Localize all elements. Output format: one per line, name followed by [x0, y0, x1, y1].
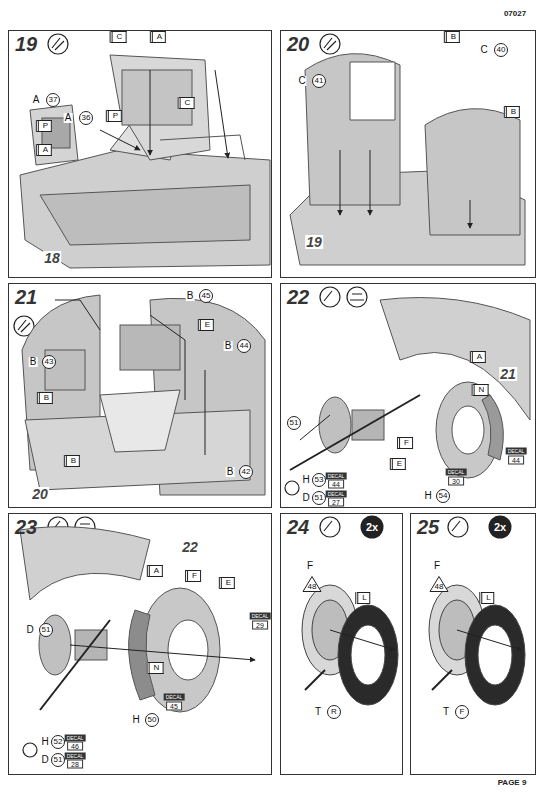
part-letter: H [131, 715, 140, 725]
sprue-flag: P [106, 110, 122, 122]
step-reference: 22 [181, 540, 199, 554]
sprue-flag: E [198, 319, 214, 331]
sprue-flag: A [150, 31, 166, 43]
sprue-flag: C [110, 31, 127, 43]
part-letter: D [301, 493, 310, 503]
step-panel: 23 [8, 513, 272, 775]
sprue-flag: E [390, 458, 406, 470]
part-letter: T [442, 707, 450, 717]
sprue-flag: A [36, 144, 52, 156]
part-letter: A [32, 95, 41, 105]
part-number: 48 [429, 576, 449, 593]
decal-number: 28 [67, 760, 83, 769]
callout-number: 41 [312, 74, 326, 88]
sprue-flag: F [397, 437, 413, 449]
callout-number: 51 [312, 491, 326, 505]
part-letter: D [25, 625, 34, 635]
sprue-flag: N [472, 384, 489, 396]
step-reference: 19 [305, 235, 323, 249]
callout-number: 51 [287, 416, 301, 430]
part-letter: C [479, 45, 488, 55]
sprue-flag: N [147, 662, 164, 674]
callout-number: 40 [494, 43, 508, 57]
part-letter: F [306, 561, 314, 571]
callout-number: 50 [145, 713, 159, 727]
decal-tag: DECAL [326, 491, 347, 498]
callout-number: F [455, 705, 469, 719]
page-number: PAGE 9 [498, 779, 527, 787]
step-number: 25 [417, 517, 439, 537]
callout-number: 53 [312, 473, 326, 487]
step-number: 21 [15, 287, 37, 307]
callout-number: 52 [51, 735, 65, 749]
part-letter: B [224, 341, 233, 351]
part-letter: T [314, 707, 322, 717]
part-letter: H [301, 475, 310, 485]
decal-number: 27 [328, 498, 344, 507]
step-number: 19 [15, 34, 37, 54]
part-letter: B [226, 467, 235, 477]
part-letter: B [29, 357, 38, 367]
sprue-flag: B [504, 106, 520, 118]
sprue-flag: P [36, 120, 52, 132]
callout-number: 51 [39, 623, 53, 637]
decal-tag: DECAL [65, 753, 86, 760]
step-reference: 20 [31, 487, 49, 501]
part-letter: H [40, 737, 49, 747]
decal-tag: DECAL [506, 448, 527, 455]
sprue-flag: C [178, 97, 195, 109]
decal-tag: DECAL [446, 469, 467, 476]
callout-number: 36 [79, 111, 93, 125]
sprue-flag: F [185, 570, 201, 582]
callout-number: 43 [42, 355, 56, 369]
step-reference: 21 [499, 367, 517, 381]
callout-number: 51 [51, 753, 65, 767]
callout-number: 37 [46, 93, 60, 107]
decal-number: 30 [448, 477, 464, 486]
decal-tag: DECAL [250, 613, 271, 620]
sprue-flag: A [470, 351, 486, 363]
decal-number: 29 [252, 621, 268, 630]
decal-number: 44 [508, 456, 524, 465]
part-letter: H [423, 491, 432, 501]
part-letter: B [186, 291, 195, 301]
step-number: 24 [287, 517, 309, 537]
decal-number: 46 [67, 742, 83, 751]
callout-number: R [327, 705, 341, 719]
step-panel: 25 [410, 513, 536, 775]
part-letter: C [297, 76, 306, 86]
sprue-flag: B [444, 31, 460, 43]
page-code: 07027 [504, 10, 526, 18]
part-letter: D [40, 755, 49, 765]
step-number: 23 [15, 517, 37, 537]
step-number: 22 [287, 287, 309, 307]
decal-number: 45 [166, 702, 182, 711]
decal-number: 44 [328, 480, 344, 489]
decal-tag: DECAL [164, 694, 185, 701]
sprue-flag: A [147, 565, 163, 577]
decal-tag: DECAL [326, 473, 347, 480]
callout-number: 42 [239, 465, 253, 479]
callout-number: 54 [436, 489, 450, 503]
decal-tag: DECAL [65, 735, 86, 742]
callout-number: 44 [237, 339, 251, 353]
callout-number: 45 [199, 289, 213, 303]
quantity-badge: 2x [361, 516, 384, 539]
sprue-flag: E [219, 577, 235, 589]
part-letter: A [64, 113, 73, 123]
step-reference: 18 [43, 251, 61, 265]
part-number: 48 [302, 576, 322, 593]
sprue-flag: L [479, 592, 494, 604]
part-letter: F [433, 561, 441, 571]
step-number: 20 [287, 34, 309, 54]
quantity-badge: 2x [489, 516, 512, 539]
sprue-flag: L [355, 592, 370, 604]
step-panel: 24 [280, 513, 403, 775]
sprue-flag: B [37, 392, 53, 404]
sprue-flag: B [64, 455, 80, 467]
